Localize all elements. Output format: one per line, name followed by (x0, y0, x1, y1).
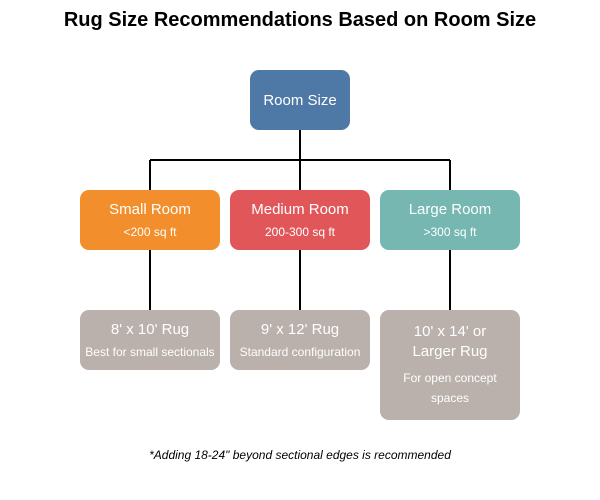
node-rug-10x14-label: 10' x 14' or Larger Rug (412, 323, 488, 360)
node-rug-8x10: 8' x 10' Rug Best for small sectionals (80, 310, 220, 370)
node-medium-room: Medium Room 200-300 sq ft (230, 190, 370, 250)
node-large-room: Large Room >300 sq ft (380, 190, 520, 250)
node-small-room: Small Room <200 sq ft (80, 190, 220, 250)
node-rug-9x12-label: 9' x 12' Rug (260, 320, 340, 338)
node-rug-10x14: 10' x 14' or Larger Rug For open concept… (380, 310, 520, 420)
node-large-room-detail: >300 sq ft (423, 224, 477, 239)
node-small-room-label: Small Room (109, 200, 191, 218)
node-room-size-label: Room Size (263, 91, 337, 109)
node-rug-8x10-detail: Best for small sectionals (85, 344, 215, 359)
node-rug-8x10-label: 8' x 10' Rug (110, 320, 190, 338)
diagram-title: Rug Size Recommendations Based on Room S… (63, 9, 537, 31)
node-room-size: Room Size (250, 70, 350, 130)
node-rug-9x12-detail: Standard configuration (239, 344, 361, 359)
node-small-room-detail: <200 sq ft (123, 224, 177, 239)
node-large-room-label: Large Room (408, 200, 492, 218)
node-rug-10x14-detail: For open concept spaces (403, 371, 497, 405)
footnote: *Adding 18-24" beyond sectional edges is… (149, 448, 451, 462)
node-medium-room-detail: 200-300 sq ft (264, 224, 336, 239)
node-medium-room-label: Medium Room (251, 200, 349, 218)
node-rug-9x12: 9' x 12' Rug Standard configuration (230, 310, 370, 370)
